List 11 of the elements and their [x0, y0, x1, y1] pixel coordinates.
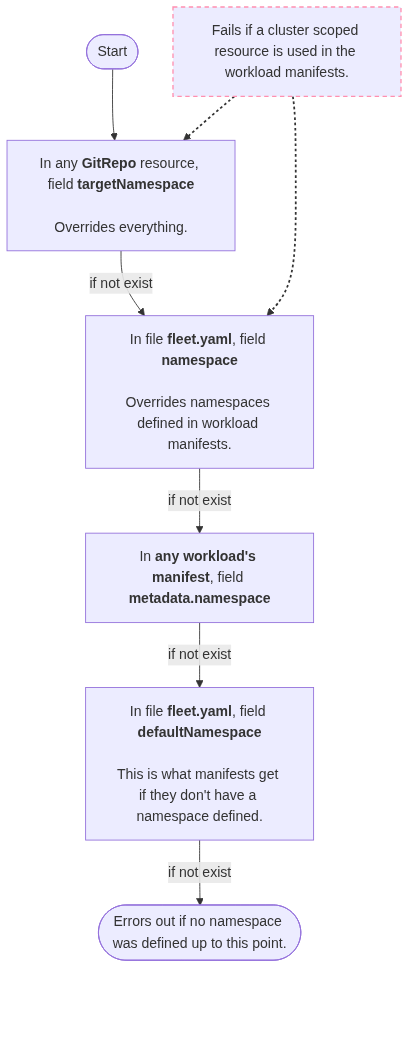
- node-box: In file fleet.yaml, field namespace Overrides namespaces defined in workload manifests.: [85, 315, 315, 469]
- edge-label: if not exist: [168, 492, 232, 508]
- arrow: [266, 95, 297, 317]
- node-box: In any workload's manifest, field metadata.namespace: [85, 532, 315, 624]
- edge-label: if not exist: [168, 647, 232, 663]
- node-box: In file fleet.yaml, field defaultNamespace This is what manifests get if they don't have a namespace defined.: [85, 687, 315, 841]
- arrow: [183, 95, 236, 141]
- edge-label: if not exist: [168, 864, 232, 880]
- node-box: Fails if a cluster scoped resource is used in the workload manifests.: [172, 6, 402, 98]
- edge-label: if not exist: [89, 275, 153, 291]
- node-box: In any GitRepo resource, field targetNamespace Overrides everything.: [6, 139, 236, 252]
